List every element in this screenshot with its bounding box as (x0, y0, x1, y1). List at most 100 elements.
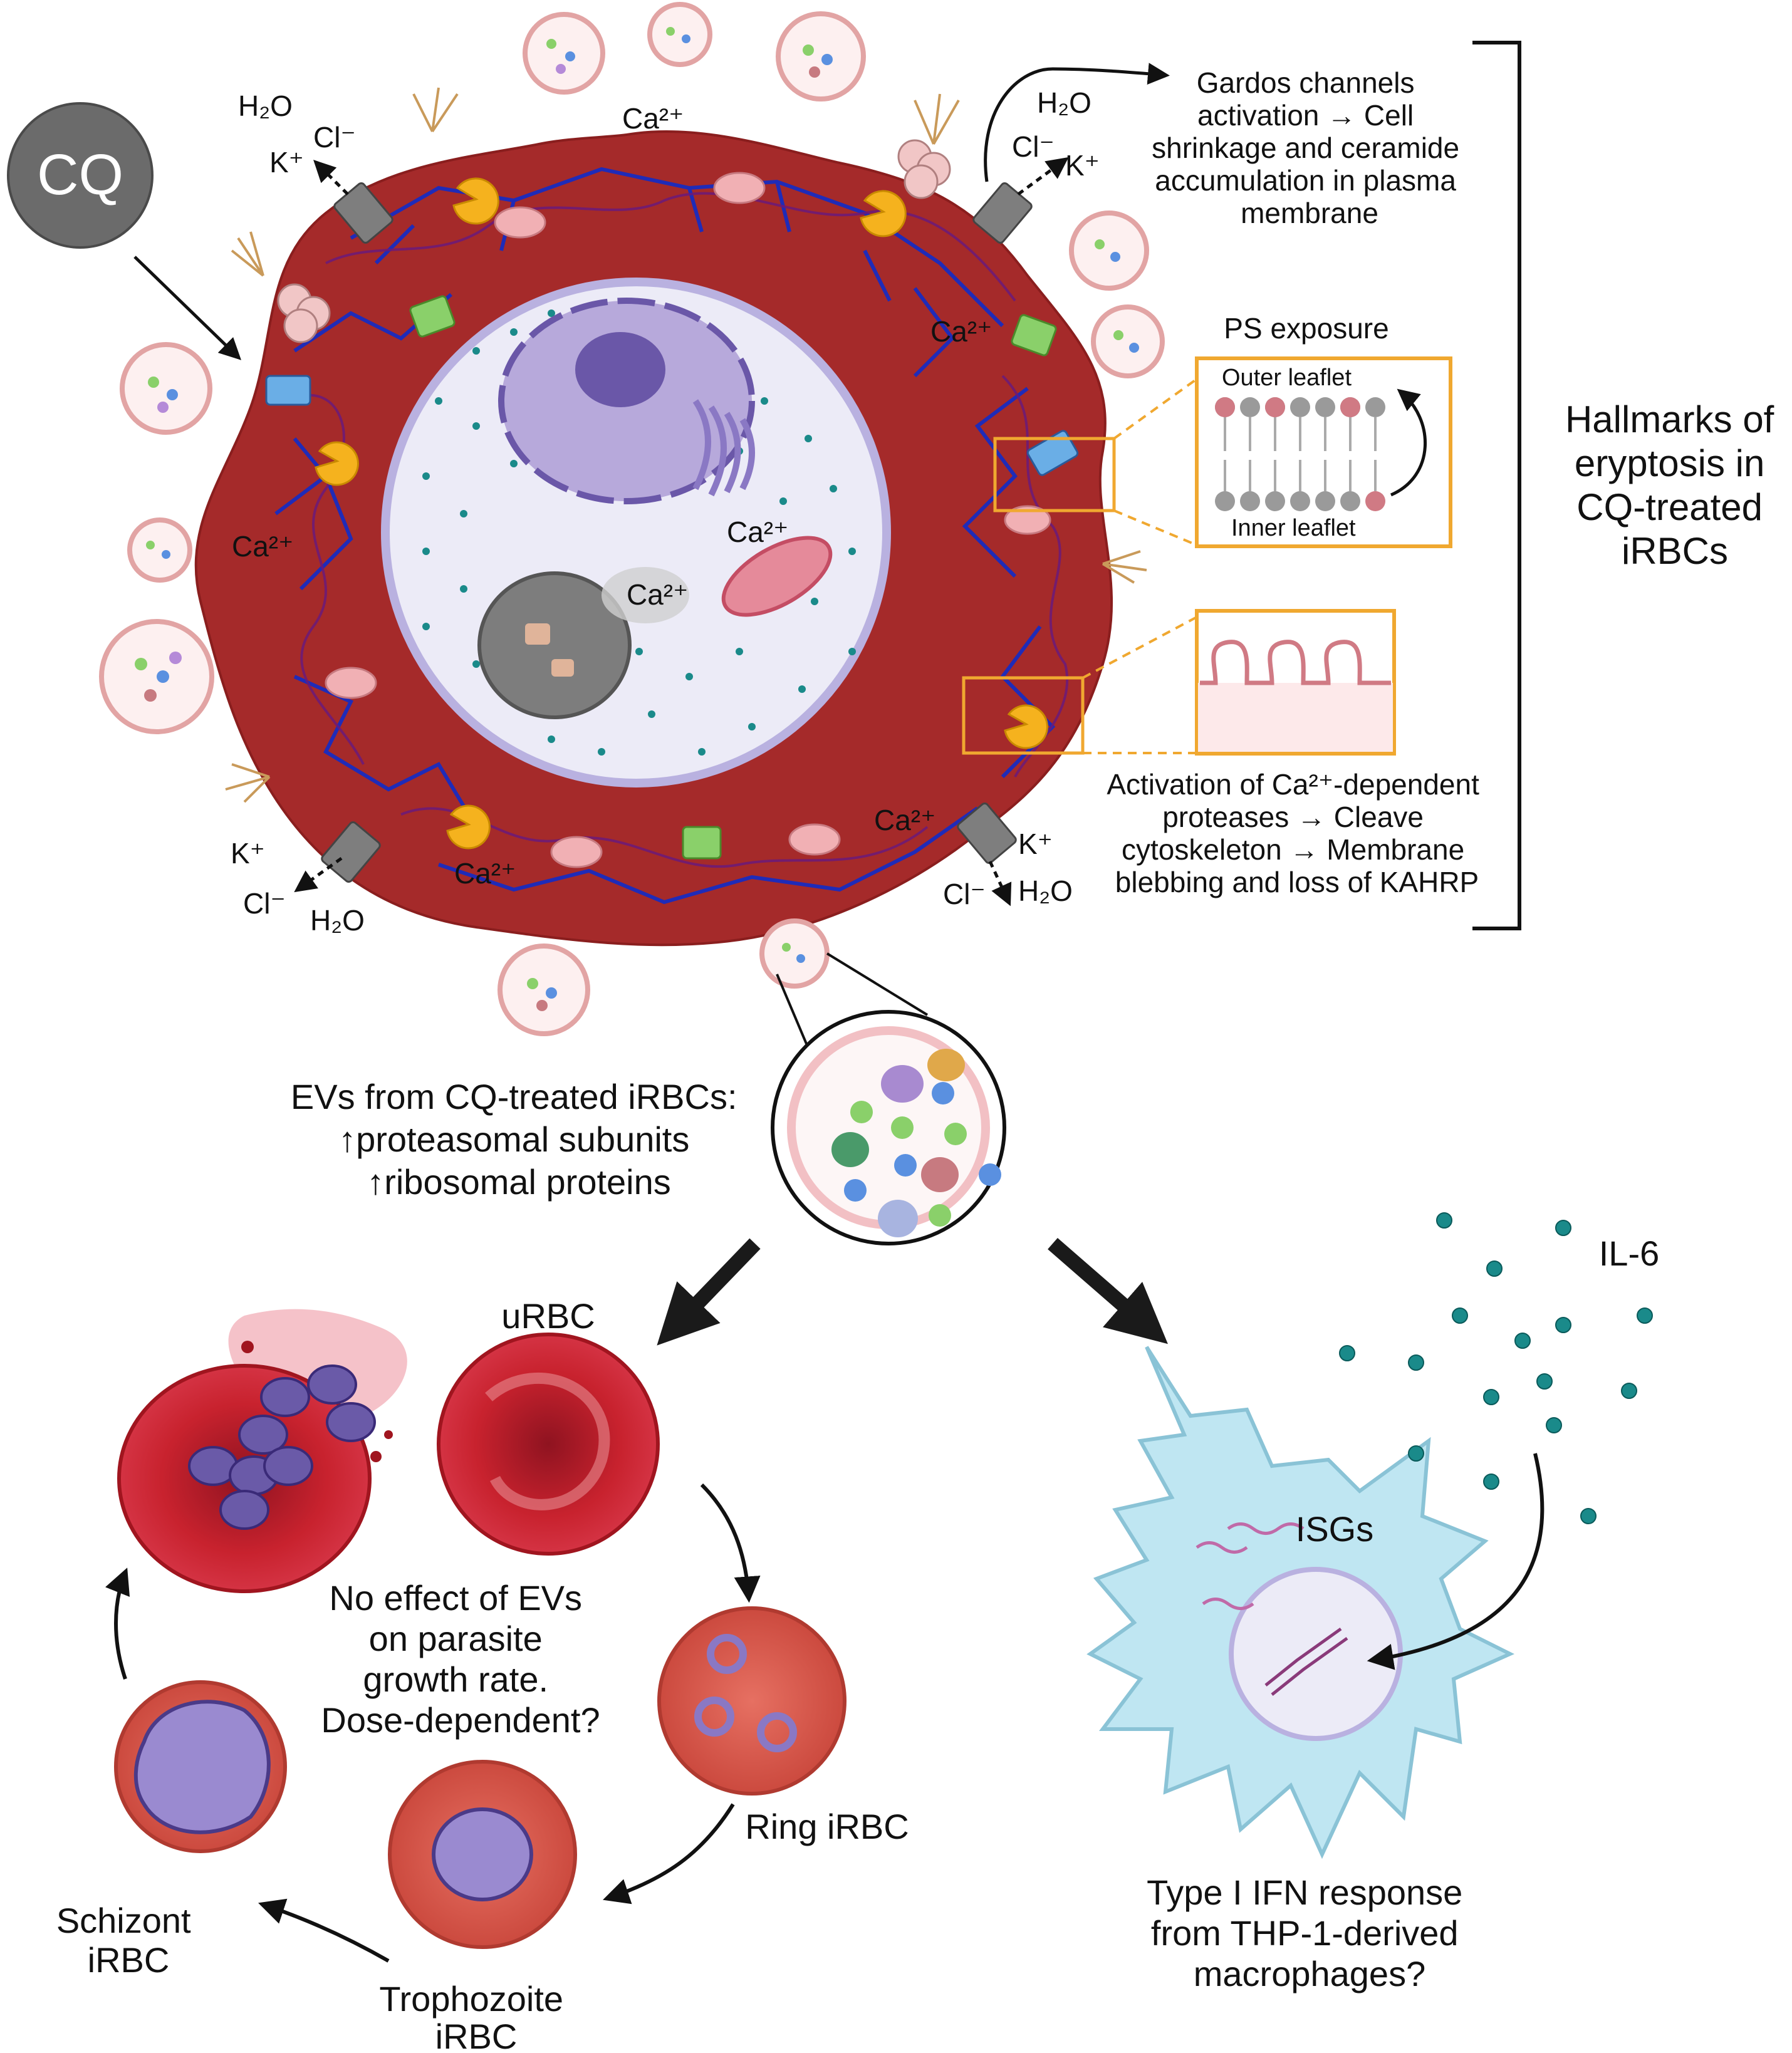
k-topleft: K⁺ (269, 146, 304, 179)
cycle-arrow-2 (603, 1803, 735, 1905)
calcium-cloud (602, 567, 689, 623)
schizont-line-1: Schizont (56, 1901, 191, 1940)
gardos-line-1: Gardos channels (1197, 66, 1415, 99)
mitochondrion (721, 536, 833, 617)
gardos-line-5: membrane (1241, 197, 1378, 229)
ion-efflux-arrows (294, 157, 1069, 907)
band3-blue (265, 375, 1079, 476)
gardos-line-4: accumulation in plasma (1155, 164, 1456, 197)
ps-zoom-line-top (1113, 378, 1198, 440)
calpain-proteases (315, 177, 1048, 850)
outer-leaflet-label: Outer leaflet (1222, 365, 1352, 391)
h2o-topright: H₂O (1037, 86, 1091, 119)
gardos-arrow (984, 63, 1170, 182)
ifn-text: Type I IFN response from THP-1-derived m… (1147, 1873, 1472, 1993)
ifn-line-1: Type I IFN response (1147, 1873, 1462, 1912)
ps-exposure-inset: PS exposure Outer leaflet Inner leaflet (993, 312, 1452, 548)
cq-circle (7, 102, 154, 249)
evs-line-1: EVs from CQ-treated iRBCs: (291, 1077, 737, 1116)
arrow-to-macrophage (1048, 1237, 1168, 1344)
ev-vesicle (1091, 304, 1165, 378)
isg-mrna (1196, 1522, 1305, 1610)
hallmarks-line-1: Hallmarks of (1565, 398, 1774, 440)
ev-vesicle (497, 943, 590, 1036)
evs-line-3: ↑ribosomal proteins (367, 1162, 671, 1202)
gpi-anchors (225, 87, 1147, 803)
ring-parasites (694, 1634, 797, 1752)
ps-exposure-title: PS exposure (1224, 312, 1388, 345)
dna (1264, 1627, 1348, 1696)
blood-droplets (241, 1341, 393, 1462)
bleb-zoom-line-top (1082, 616, 1197, 679)
proteases-line-1: Activation of Ca²⁺-dependent (1107, 768, 1479, 801)
ifn-line-2: from THP-1-derived (1151, 1913, 1459, 1953)
ring-label: Ring iRBC (745, 1807, 909, 1846)
cl-topleft: Cl⁻ (313, 121, 356, 153)
schizont-label: Schizont iRBC (56, 1901, 201, 1980)
hallmarks-line-4: iRBCs (1622, 530, 1728, 572)
schizont-parasite (133, 1700, 271, 1834)
arrow-to-rbc (657, 1238, 761, 1346)
ca-bottomright: Ca²⁺ (874, 804, 935, 836)
parasite-lifecycle: uRBC No effect of EVs on parasite growth… (56, 1296, 909, 2053)
cq-arrow (133, 256, 242, 360)
trophozoite-parasite (432, 1807, 533, 1901)
cl-bottomleft: Cl⁻ (243, 887, 286, 920)
ev-vesicle (523, 12, 605, 95)
cl-bottomright: Cl⁻ (943, 878, 986, 910)
pink-cleaved-proteins (325, 172, 1051, 868)
merozoites (188, 1364, 376, 1530)
kahrp-knobs (277, 139, 951, 343)
k-bottomleft: K⁺ (231, 837, 265, 870)
inner-leaflet-label: Inner leaflet (1231, 515, 1356, 541)
no-effect-line-2: on parasite (369, 1619, 543, 1658)
hallmarks-bracket (1472, 41, 1521, 930)
hemozoin-1 (525, 623, 550, 645)
gardos-channels (321, 182, 1033, 883)
ev-vesicle (127, 517, 192, 583)
ps-flip-arrow (1390, 388, 1427, 497)
k-topright: K⁺ (1065, 149, 1100, 182)
cycle-arrow-3 (258, 1898, 390, 1963)
no-effect-line-4: Dose-dependent? (321, 1700, 600, 1740)
gardos-line-3: shrinkage and ceramide (1152, 132, 1459, 164)
urbc-highlight (485, 1372, 610, 1510)
bleb-zoom-box-small (962, 676, 1085, 755)
ev-zoom (771, 952, 1006, 1245)
ev-cargo (831, 1049, 1001, 1237)
main-irbc (194, 87, 1147, 947)
ca-top: Ca²⁺ (622, 102, 684, 135)
hallmarks-line-2: eryptosis in (1575, 442, 1764, 484)
ev-vesicle-source (759, 918, 830, 989)
no-effect-line-3: growth rate. (363, 1660, 548, 1699)
ca-vacuole: Ca²⁺ (627, 578, 688, 611)
k-bottomright: K⁺ (1018, 828, 1053, 860)
bursting-schizont (117, 1309, 407, 1593)
h2o-bottomleft: H₂O (310, 904, 365, 937)
evs-text: EVs from CQ-treated iRBCs: ↑proteasomal … (291, 1077, 747, 1202)
bleb-membrane (1200, 640, 1391, 685)
gardos-annotation: Gardos channels activation → Cell shrink… (984, 63, 1459, 229)
urbc-label: uRBC (501, 1296, 595, 1336)
ca-left: Ca²⁺ (232, 530, 293, 563)
ev-vesicle (647, 2, 712, 67)
proteases-line-2: proteases → Cleave (1162, 801, 1424, 833)
trophozoite-line-2: iRBC (435, 2017, 518, 2053)
hallmarks-text: Hallmarks of eryptosis in CQ-treated iRB… (1565, 398, 1784, 572)
lipid-bilayer (1215, 397, 1385, 511)
cycle-arrow-1 (700, 1483, 761, 1603)
cq-drug: CQ (7, 102, 242, 360)
hallmarks-line-3: CQ-treated (1576, 486, 1763, 528)
ev-vesicle (120, 342, 212, 435)
cq-label: CQ (37, 143, 123, 207)
cl-topright: Cl⁻ (1012, 130, 1055, 163)
trophozoite-line-1: Trophozoite (379, 1979, 563, 2019)
h2o-bottomright: H₂O (1018, 875, 1073, 907)
macrophage-panel: ISGs IL-6 Type I IFN response from THP-1… (1086, 1212, 1659, 1993)
ev-zoom-line-left (776, 974, 813, 1056)
ps-zoom-line-bottom (1113, 509, 1197, 546)
ev-vesicle (776, 11, 866, 101)
ev-zoom-line-right (826, 952, 929, 1016)
ps-zoom-box-small (993, 437, 1116, 512)
